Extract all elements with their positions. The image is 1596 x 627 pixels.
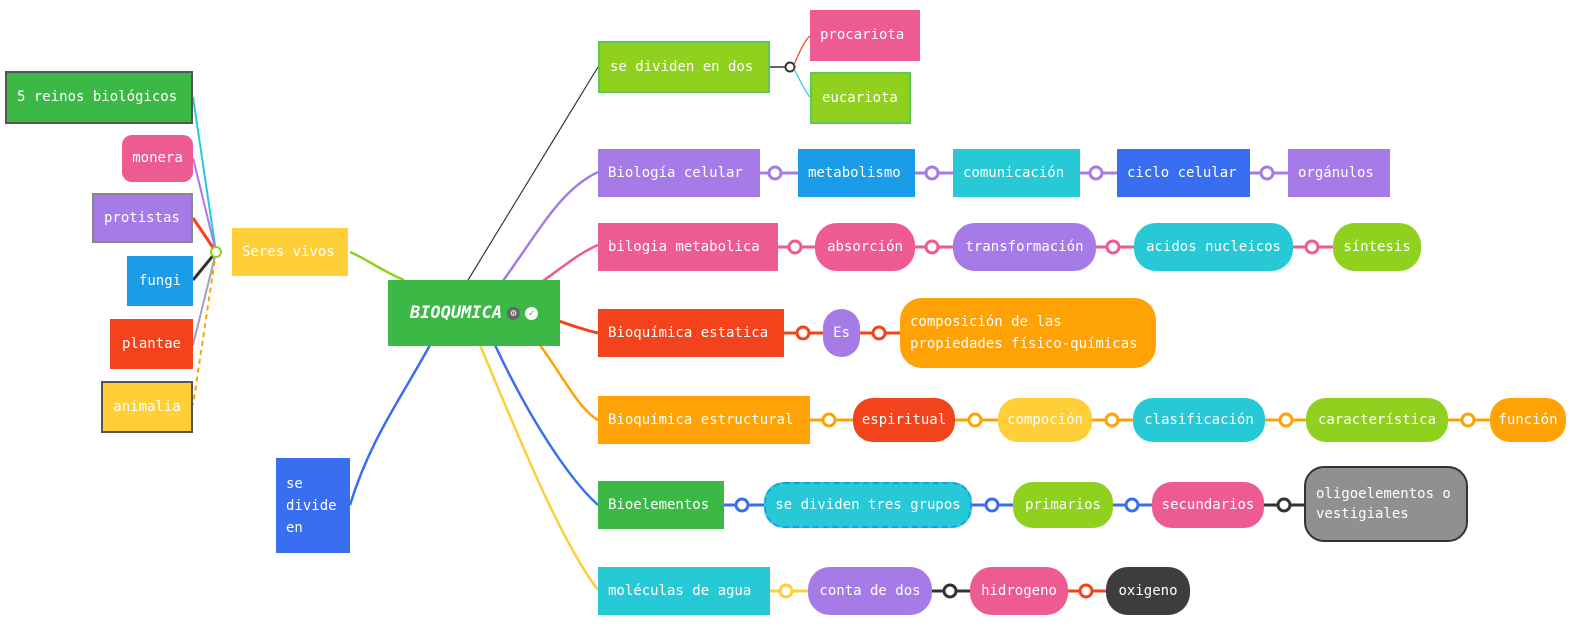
node-transformacion[interactable]: transformación bbox=[953, 223, 1096, 271]
central-title: BIOQUMICA bbox=[409, 302, 503, 323]
node-bioquimica-estatica[interactable]: Bioquímica estatica bbox=[598, 309, 784, 357]
node-fungi[interactable]: fungi bbox=[127, 256, 193, 306]
central-node[interactable]: BIOQUMICA ⚙ ✓ bbox=[388, 280, 560, 346]
node-moleculas-de-agua[interactable]: moléculas de agua bbox=[598, 567, 770, 615]
node-funcion[interactable]: función bbox=[1490, 398, 1566, 442]
node-composicion-propiedades[interactable]: composición de las propiedades físico-qu… bbox=[900, 298, 1156, 368]
node-seres-vivos[interactable]: Seres vivos bbox=[232, 228, 348, 276]
node-bioquimica-estructural[interactable]: Bioquímica estructural bbox=[598, 396, 810, 444]
node-sintesis[interactable]: síntesis bbox=[1333, 223, 1421, 271]
node-metabolismo[interactable]: metabolismo bbox=[798, 149, 915, 197]
node-oligoelementos[interactable]: oligoelementos o vestigiales bbox=[1304, 466, 1468, 542]
node-es[interactable]: Es bbox=[823, 309, 860, 357]
node-comunicacion[interactable]: comunicación bbox=[953, 149, 1080, 197]
node-caracteristica[interactable]: característica bbox=[1306, 398, 1448, 442]
node-ciclo-celular[interactable]: ciclo celular bbox=[1117, 149, 1250, 197]
node-absorcion[interactable]: absorción bbox=[815, 223, 915, 271]
node-se-dividen-en-dos[interactable]: se dividen en dos bbox=[598, 41, 770, 93]
node-bilogia-metabolica[interactable]: bilogia metabolica bbox=[598, 223, 778, 271]
node-espiritual[interactable]: espiritual bbox=[853, 398, 955, 442]
node-primarios[interactable]: primarios bbox=[1013, 482, 1113, 528]
node-organulos[interactable]: orgánulos bbox=[1288, 149, 1390, 197]
node-5-reinos[interactable]: 5 reinos biológicos bbox=[5, 71, 193, 124]
node-biologia-celular[interactable]: Biología celular bbox=[598, 149, 760, 197]
node-compocion[interactable]: compoción bbox=[998, 398, 1092, 442]
node-plantae[interactable]: plantae bbox=[110, 319, 193, 369]
node-protistas[interactable]: protistas bbox=[92, 193, 193, 243]
node-acidos-nucleicos[interactable]: acidos nucleicos bbox=[1134, 223, 1293, 271]
check-icon: ✓ bbox=[525, 306, 539, 320]
node-bioelementos[interactable]: Bioelementos bbox=[598, 481, 724, 529]
node-monera[interactable]: monera bbox=[122, 135, 193, 182]
node-conta-de-dos[interactable]: conta de dos bbox=[808, 567, 932, 615]
node-eucariota[interactable]: eucariota bbox=[810, 72, 911, 124]
node-procariota[interactable]: procariota bbox=[810, 10, 920, 61]
node-se-divide-en[interactable]: se divide en bbox=[276, 458, 350, 553]
node-secundarios[interactable]: secundarios bbox=[1152, 482, 1264, 528]
node-se-dividen-tres-grupos[interactable]: se dividen tres grupos bbox=[764, 482, 972, 528]
node-clasificacion[interactable]: clasificación bbox=[1133, 398, 1265, 442]
node-animalia[interactable]: animalia bbox=[101, 381, 193, 433]
node-hidrogeno[interactable]: hidrogeno bbox=[970, 567, 1068, 615]
gear-icon: ⚙ bbox=[507, 306, 521, 320]
node-oxigeno[interactable]: oxigeno bbox=[1106, 567, 1190, 615]
